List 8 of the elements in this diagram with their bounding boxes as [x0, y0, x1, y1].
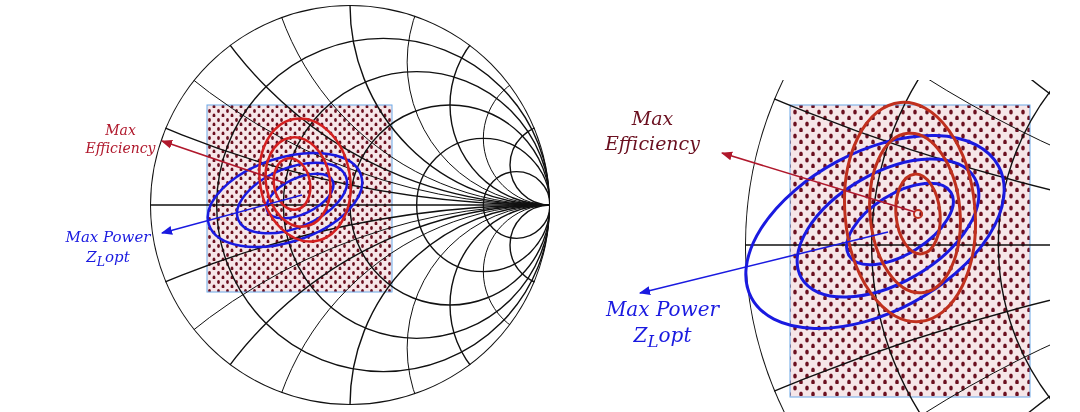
- leader-line: [638, 231, 889, 295]
- callout-text: Max Power Z$_{L}$opt: [52, 228, 164, 270]
- callout-text: Max Efficiency: [585, 106, 720, 156]
- leader-line: [160, 140, 286, 184]
- callout-text: Max Power Z$_{L}$opt: [590, 296, 735, 353]
- leader-line: [160, 194, 303, 235]
- leader-line: [720, 151, 916, 213]
- callout-text: Max Efficiency: [78, 121, 163, 158]
